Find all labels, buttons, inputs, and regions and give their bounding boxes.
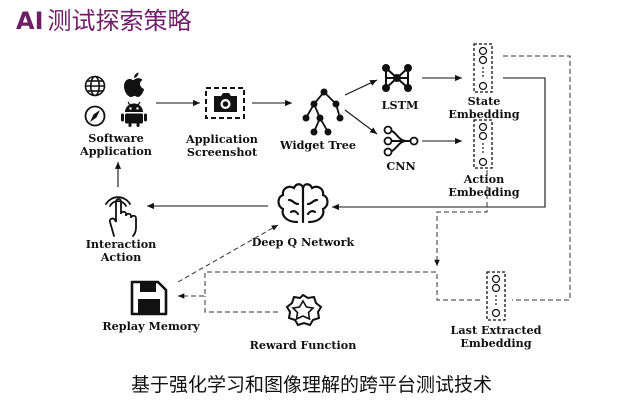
apple-icon — [124, 72, 144, 97]
title-prefix: AI — [16, 7, 44, 35]
label-state-embedding-line1: State — [468, 94, 501, 108]
label-deep-q-network: Deep Q Network — [252, 235, 355, 249]
title-text: 测试探索策略 — [47, 7, 192, 35]
compass-icon — [84, 105, 106, 127]
label-last-extracted-embedding-line2: Embedding — [460, 336, 531, 350]
edge-action-to-last — [434, 170, 488, 266]
label-software-application-line2: Application — [79, 144, 152, 158]
edge-tree-to-lstm — [344, 79, 378, 96]
touch-hand-icon — [105, 196, 137, 237]
node-lstm: LSTM — [382, 64, 419, 112]
node-deep-q-network: Deep Q Network — [252, 183, 355, 249]
edge-tree-to-cnn — [344, 109, 378, 135]
node-state-embedding: State Embedding — [448, 43, 520, 121]
label-replay-memory: Replay Memory — [102, 319, 200, 333]
edge-state-to-last — [503, 55, 571, 301]
label-last-extracted-embedding-line1: Last Extracted — [451, 323, 542, 337]
node-action-embedding: Action Embedding — [448, 119, 520, 199]
label-action-embedding-line1: Action — [463, 172, 505, 186]
node-cnn: CNN — [383, 125, 419, 173]
edge-reward-to-replay — [204, 296, 278, 313]
floppy-disk-icon — [130, 280, 168, 316]
label-action-embedding-line2: Embedding — [448, 185, 519, 199]
node-last-extracted-embedding: Last Extracted Embedding — [451, 271, 542, 350]
label-interaction-action-line2: Action — [100, 250, 142, 264]
node-application-screenshot: Application Screenshot — [185, 87, 258, 159]
caption: 基于强化学习和图像理解的跨平台测试技术 — [130, 374, 492, 396]
edge-replay-to-dqn — [177, 224, 279, 283]
edge-last-to-replay — [178, 271, 480, 301]
label-reward-function: Reward Function — [250, 338, 357, 352]
label-software-application-line1: Software — [88, 131, 143, 145]
label-application-screenshot-line2: Screenshot — [187, 145, 258, 159]
brain-icon — [277, 183, 329, 224]
globe-icon — [84, 75, 106, 97]
node-replay-memory: Replay Memory — [102, 280, 200, 333]
label-application-screenshot-line1: Application — [185, 132, 258, 146]
camera-icon — [205, 87, 245, 119]
label-cnn: CNN — [386, 159, 415, 173]
tree-icon — [305, 91, 341, 133]
edges — [114, 55, 571, 313]
node-interaction-action: Interaction Action — [86, 196, 157, 264]
label-lstm: LSTM — [382, 98, 419, 112]
tree-nodes — [302, 88, 344, 136]
node-widget-tree: Widget Tree — [279, 88, 356, 152]
label-interaction-action-line1: Interaction — [86, 237, 157, 251]
node-software-application: Software Application — [79, 72, 152, 158]
node-reward-function: Reward Function — [250, 293, 357, 352]
label-state-embedding-line2: Embedding — [448, 107, 519, 121]
edge-state-to-dqn — [332, 77, 546, 211]
android-icon — [121, 101, 147, 127]
badge-icon — [285, 293, 323, 327]
label-widget-tree: Widget Tree — [279, 138, 356, 152]
